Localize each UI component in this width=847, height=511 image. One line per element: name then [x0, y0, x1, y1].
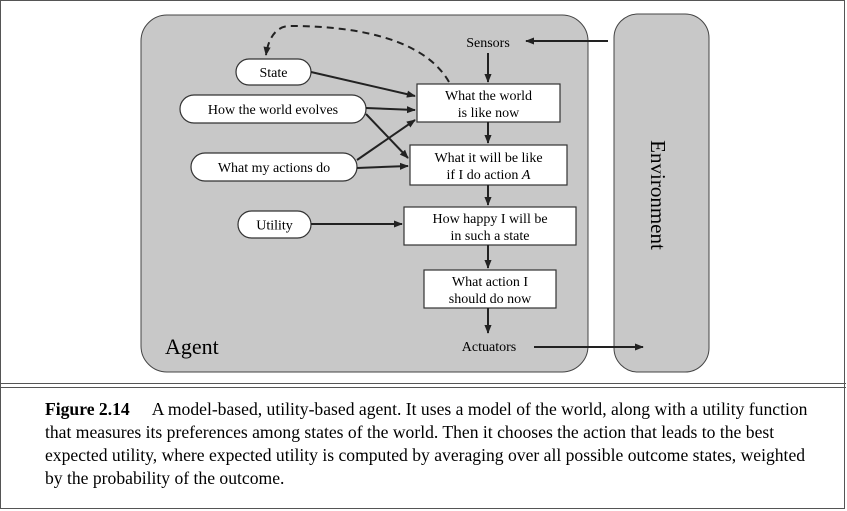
what-action-node: What action I should do now	[423, 269, 557, 309]
evolves-to-ifaction-arrow	[365, 113, 409, 159]
actions-to-ifaction-arrow	[356, 162, 409, 170]
world-now-line2: is like now	[458, 106, 520, 121]
world-now-node: What the world is like now	[416, 83, 561, 123]
world-evolves-label: How the world evolves	[208, 103, 338, 118]
world-now-line1: What the world	[445, 89, 532, 104]
if-action-line1: What it will be like	[434, 151, 542, 166]
caption-text: A model-based, utility-based agent. It u…	[45, 399, 808, 488]
sensors-label: Sensors	[466, 36, 510, 51]
environment-label: Environment	[646, 140, 670, 250]
if-action-node: What it will be like if I do action A	[409, 144, 568, 186]
what-action-line2: should do now	[449, 292, 532, 307]
environment-panel	[613, 13, 710, 373]
actions-do-label: What my actions do	[218, 161, 330, 176]
agent-label: Agent	[165, 334, 219, 359]
actuators-label: Actuators	[462, 340, 516, 355]
world-to-state-feedback-arrow	[263, 24, 450, 83]
how-happy-line2: in such a state	[451, 229, 530, 244]
figure-number: Figure 2.14	[45, 399, 130, 419]
agent-diagram: Agent Environment Sensors Actuators Stat…	[140, 13, 710, 373]
separator-line	[1, 387, 846, 388]
separator-line	[1, 383, 846, 384]
state-node: State	[235, 58, 312, 86]
if-action-text: if I do action	[447, 168, 519, 183]
how-happy-line1: How happy I will be	[432, 212, 547, 227]
agent-panel	[140, 14, 589, 373]
evolves-to-world-arrow	[365, 106, 416, 114]
actions-do-node: What my actions do	[190, 152, 358, 182]
utility-label: Utility	[256, 219, 293, 234]
how-happy-node: How happy I will be in such a state	[403, 206, 577, 246]
what-action-line1: What action I	[452, 275, 529, 290]
world-evolves-node: How the world evolves	[179, 94, 367, 124]
if-action-line2: if I do action A	[447, 168, 531, 183]
utility-node: Utility	[237, 210, 312, 239]
state-label: State	[260, 66, 288, 81]
actions-to-world-arrow	[356, 119, 416, 161]
state-to-world-arrow	[310, 71, 416, 98]
action-variable: A	[521, 168, 531, 183]
